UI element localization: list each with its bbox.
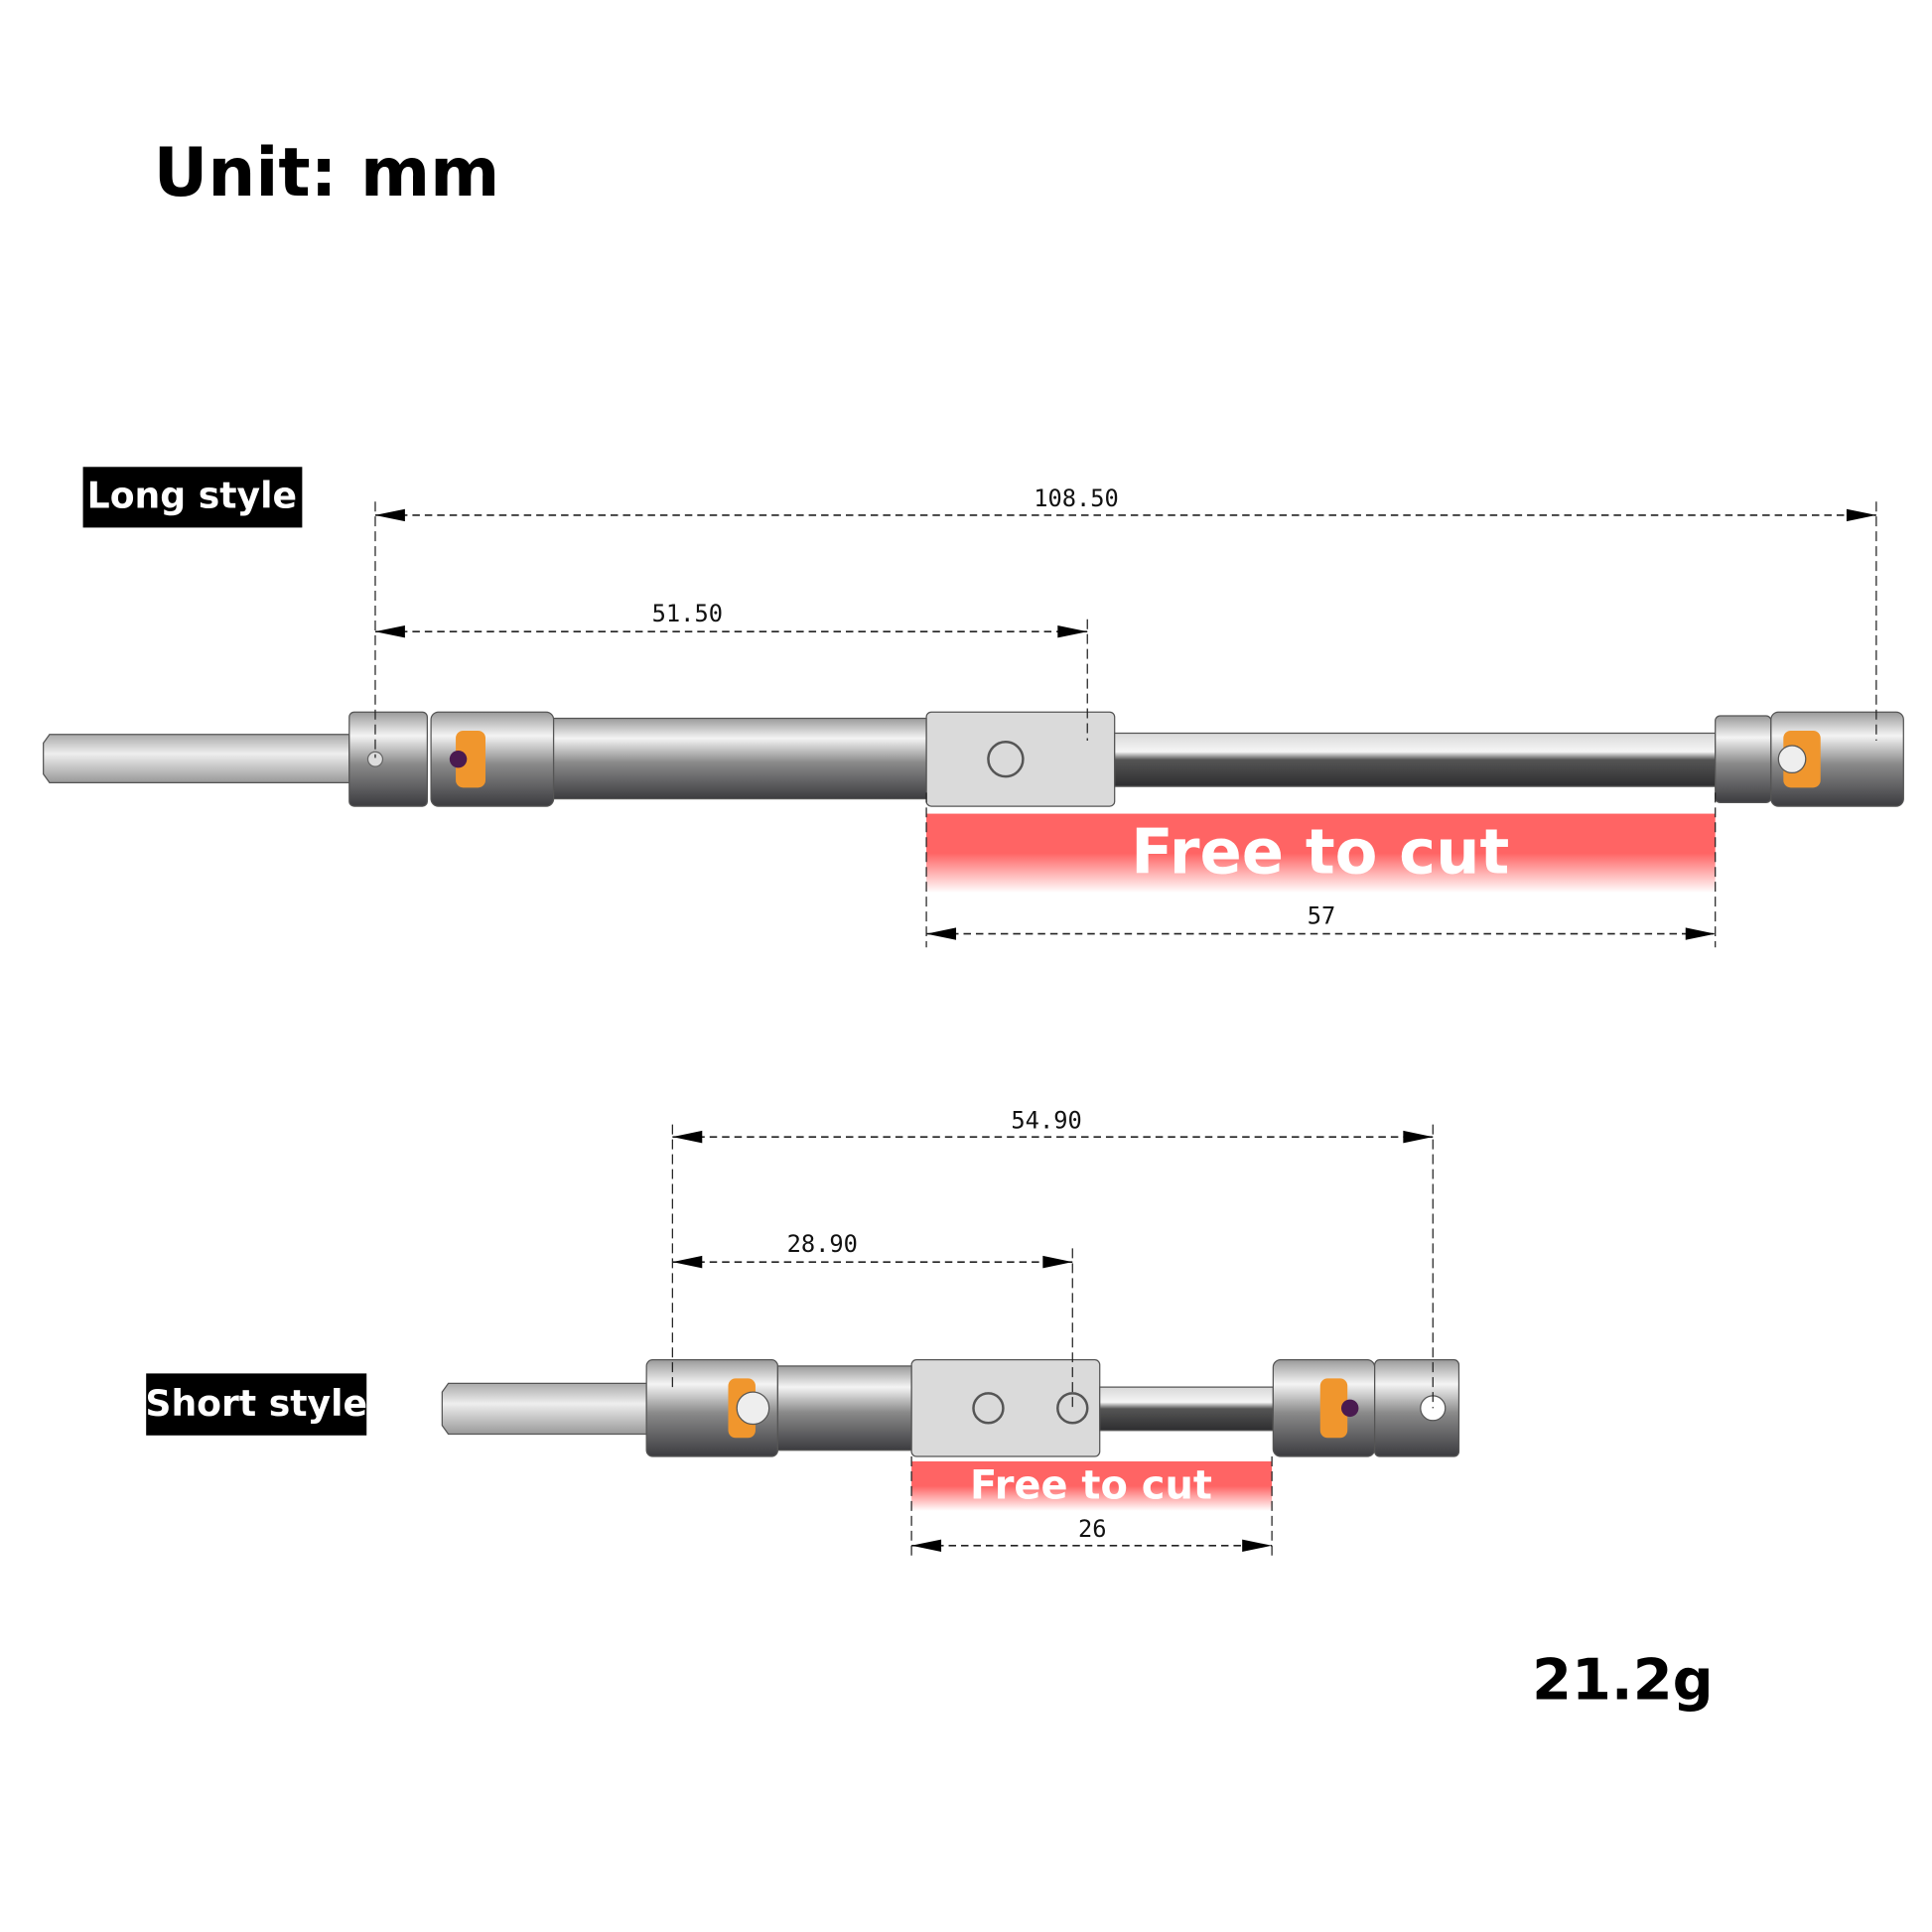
dimension-to-joint: 51.50	[374, 600, 1088, 638]
set-screw	[366, 751, 384, 767]
tube	[776, 1365, 912, 1451]
free-to-cut-label: Free to cut	[970, 1462, 1212, 1508]
dim-to-joint-value: 28.90	[787, 1230, 858, 1258]
tube	[552, 717, 927, 800]
free-to-cut-band	[911, 1460, 1273, 1511]
pin	[1777, 745, 1807, 774]
bushing	[1319, 1378, 1348, 1439]
dimension-cut: 26	[911, 1515, 1273, 1553]
spline-shaft	[441, 1382, 647, 1436]
long-style-label: Long style	[87, 474, 297, 516]
rod	[1099, 1386, 1274, 1432]
short-style-label-box	[146, 1373, 367, 1436]
spline-shaft	[43, 734, 350, 784]
slip-pin	[1056, 1392, 1089, 1425]
dimension-overall: 54.90	[672, 1106, 1434, 1144]
unit-label: Unit: mm	[154, 133, 500, 211]
short-style-label: Short style	[145, 1382, 367, 1425]
pin	[1340, 1399, 1359, 1418]
short-style-group: Short style Free to cut 54.90	[145, 1106, 1460, 1561]
u-joint	[430, 711, 555, 807]
dim-cut-value: 57	[1308, 902, 1336, 930]
long-style-label-box	[82, 467, 303, 528]
slip-yoke	[910, 1359, 1101, 1457]
free-to-cut-band	[926, 813, 1716, 894]
pin	[736, 1391, 770, 1426]
weight-label: 21.2g	[1532, 1646, 1714, 1713]
end-yoke	[1374, 1359, 1460, 1457]
dim-to-joint-value: 51.50	[652, 600, 723, 627]
dimension-overall: 108.50	[374, 484, 1876, 522]
dimension-to-joint: 28.90	[672, 1230, 1073, 1269]
dimension-cut: 57	[926, 902, 1716, 940]
yoke	[348, 711, 428, 807]
slip-pin	[987, 740, 1025, 778]
pin	[449, 750, 468, 768]
free-to-cut-label: Free to cut	[1131, 815, 1509, 888]
long-style-group: Long style Free to cut 108.50	[43, 467, 1904, 948]
bushing	[456, 730, 485, 788]
rod	[1114, 732, 1717, 787]
long-shaft	[43, 711, 1904, 807]
dim-overall-value: 54.90	[1011, 1106, 1081, 1134]
end-u-joint	[1715, 715, 1772, 803]
dim-cut-value: 26	[1078, 1515, 1107, 1543]
short-shaft	[441, 1359, 1460, 1457]
slip-yoke	[925, 711, 1116, 807]
dim-overall-value: 108.50	[1034, 484, 1119, 512]
slip-pin	[972, 1392, 1005, 1425]
